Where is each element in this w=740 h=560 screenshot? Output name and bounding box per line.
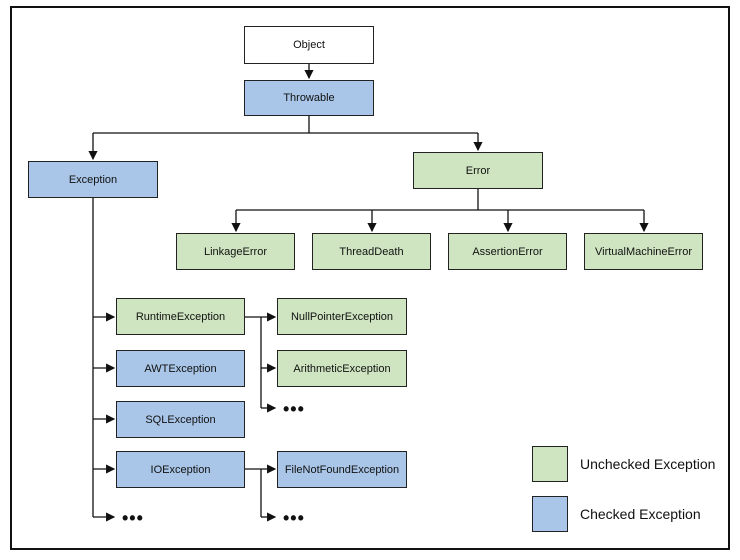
legend-label-unchecked: Unchecked Exception	[580, 456, 716, 472]
node-null-pointer-exception: NullPointerException	[277, 298, 407, 335]
ellipsis-exception-more: •••	[122, 508, 144, 528]
node-io-exception: IOException	[116, 451, 245, 488]
node-virtual-machine-error: VirtualMachineError	[584, 233, 703, 270]
ellipsis-runtime-more: •••	[283, 399, 305, 419]
node-assertion-error: AssertionError	[448, 233, 567, 270]
ellipsis-io-more: •••	[283, 508, 305, 528]
legend-label-checked: Checked Exception	[580, 506, 701, 522]
node-sql-exception: SQLException	[116, 401, 245, 438]
node-file-not-found-exception: FileNotFoundException	[277, 451, 407, 488]
node-error: Error	[413, 152, 543, 189]
node-throwable: Throwable	[244, 80, 374, 116]
node-object: Object	[244, 26, 374, 64]
node-runtime-exception: RuntimeException	[116, 298, 245, 335]
node-arithmetic-exception: ArithmeticException	[277, 350, 407, 387]
node-awt-exception: AWTException	[116, 350, 245, 387]
node-thread-death: ThreadDeath	[312, 233, 431, 270]
node-linkage-error: LinkageError	[176, 233, 295, 270]
node-exception: Exception	[28, 161, 158, 198]
legend-swatch-checked	[532, 496, 568, 532]
legend-swatch-unchecked	[532, 446, 568, 482]
